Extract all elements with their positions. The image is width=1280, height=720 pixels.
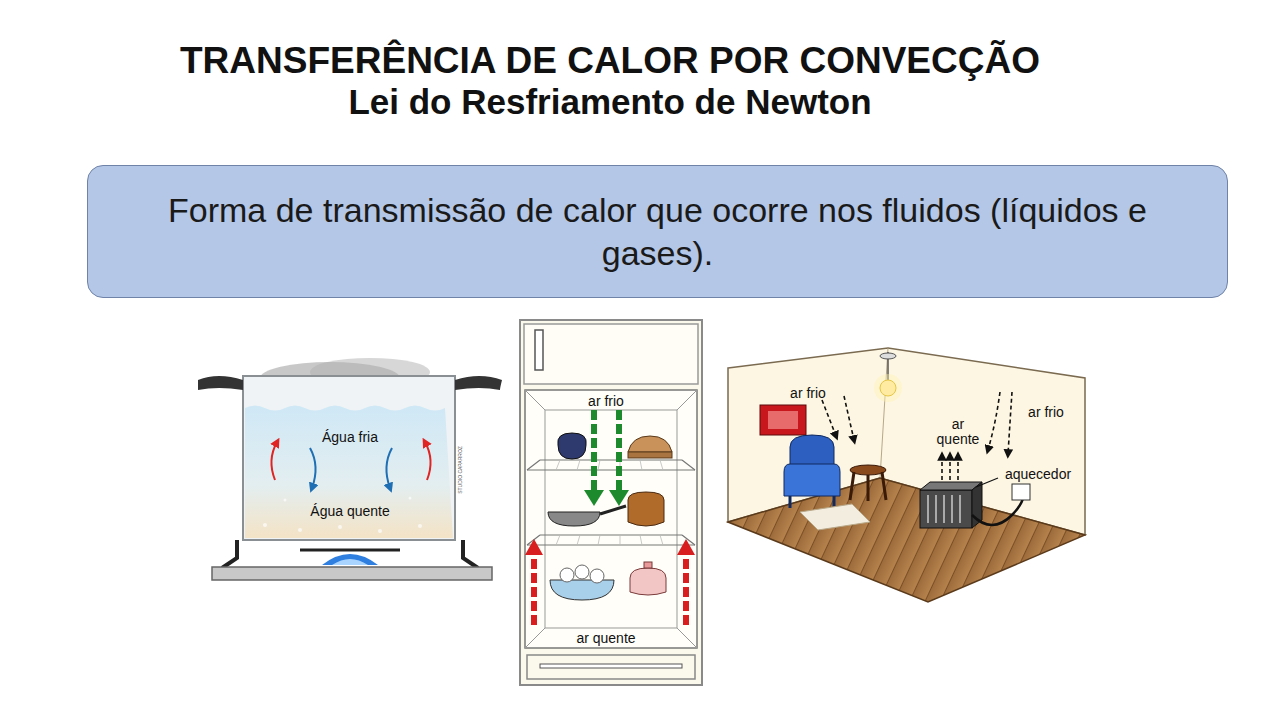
slide-title: TRANSFERÊNCIA DE CALOR POR CONVECÇÃO (180, 42, 1040, 79)
watermark: STUDIO CAPARROZ (458, 446, 463, 494)
air-label: ar frio (588, 394, 624, 409)
water-label: Água quente (310, 504, 389, 519)
water-label: Água fria (322, 430, 378, 445)
heater-label: aquecedor (1005, 467, 1071, 482)
air-label: ar frio (1028, 405, 1064, 420)
air-label: ar quente (933, 417, 983, 446)
definition-text: Forma de transmissão de calor que ocorre… (114, 189, 1201, 274)
air-label: ar frio (790, 386, 826, 401)
room-illustration (728, 348, 1085, 602)
pot-illustration (198, 358, 502, 580)
fridge-illustration (520, 320, 702, 685)
definition-box: Forma de transmissão de calor que ocorre… (87, 165, 1228, 298)
slide-subtitle: Lei do Resfriamento de Newton (348, 84, 871, 119)
leader-line (976, 478, 998, 487)
air-label: ar quente (576, 631, 635, 646)
